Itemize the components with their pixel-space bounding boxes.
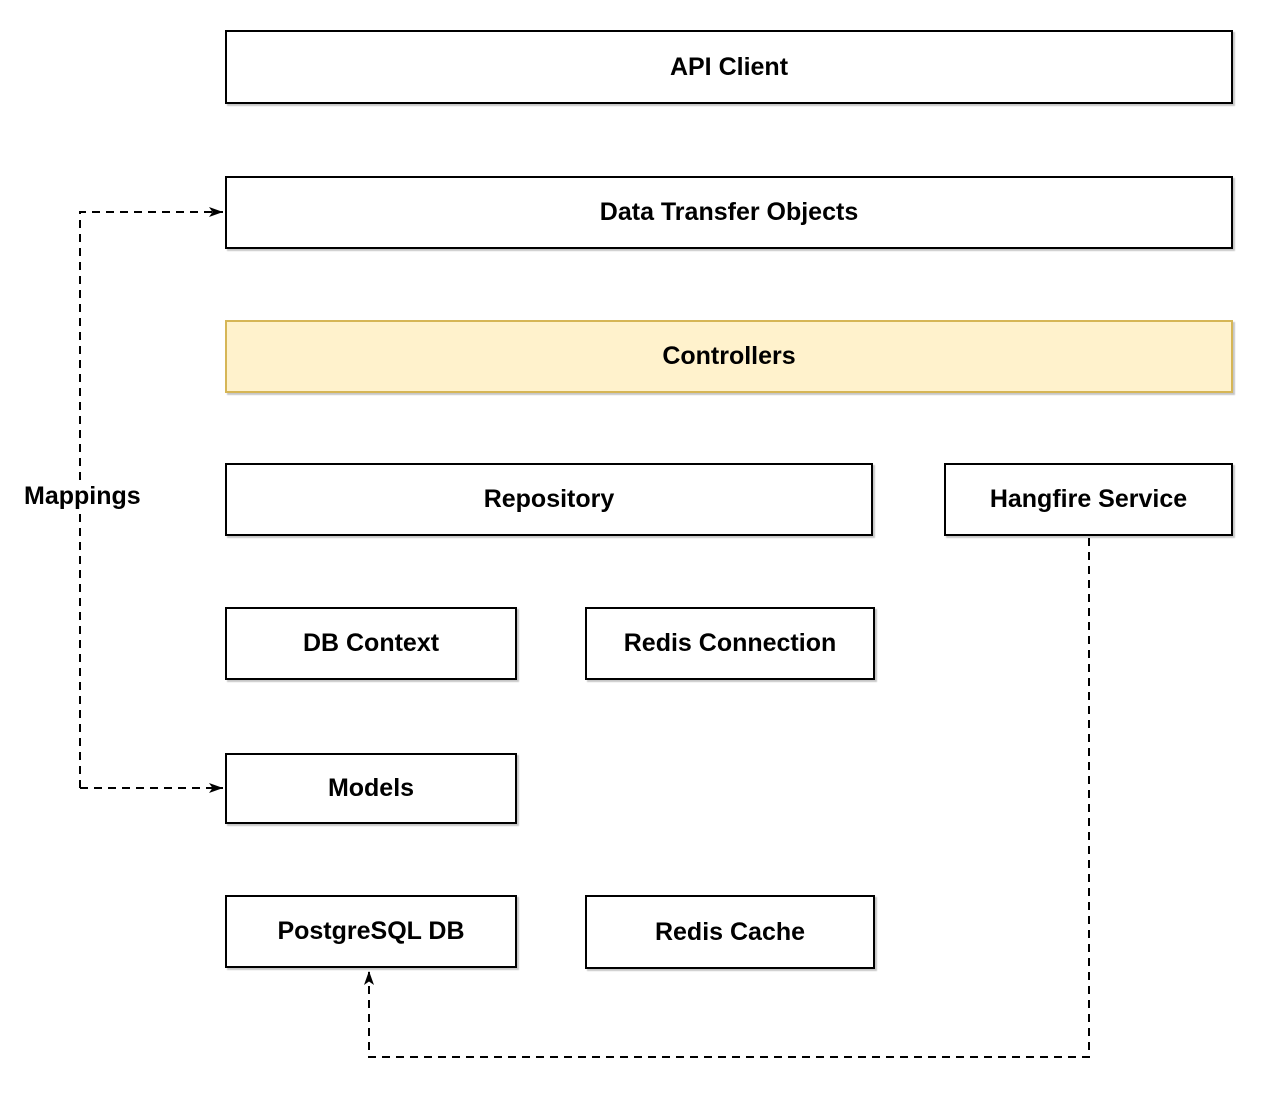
node-hangfire-service: Hangfire Service: [944, 463, 1233, 536]
node-redis-cache: Redis Cache: [585, 895, 875, 969]
edge-label-mappings: Mappings: [22, 481, 143, 512]
node-repository: Repository: [225, 463, 873, 536]
node-api-client: API Client: [225, 30, 1233, 104]
node-db-context: DB Context: [225, 607, 517, 680]
edge-hangfire-to-postgresql: [364, 538, 1090, 1058]
node-models: Models: [225, 753, 517, 824]
node-controllers: Controllers: [225, 320, 1233, 393]
node-redis-connection: Redis Connection: [585, 607, 875, 680]
edge-mappings-to-dto: [79, 207, 223, 788]
node-postgresql-db: PostgreSQL DB: [225, 895, 517, 968]
node-data-transfer-objects: Data Transfer Objects: [225, 176, 1233, 249]
